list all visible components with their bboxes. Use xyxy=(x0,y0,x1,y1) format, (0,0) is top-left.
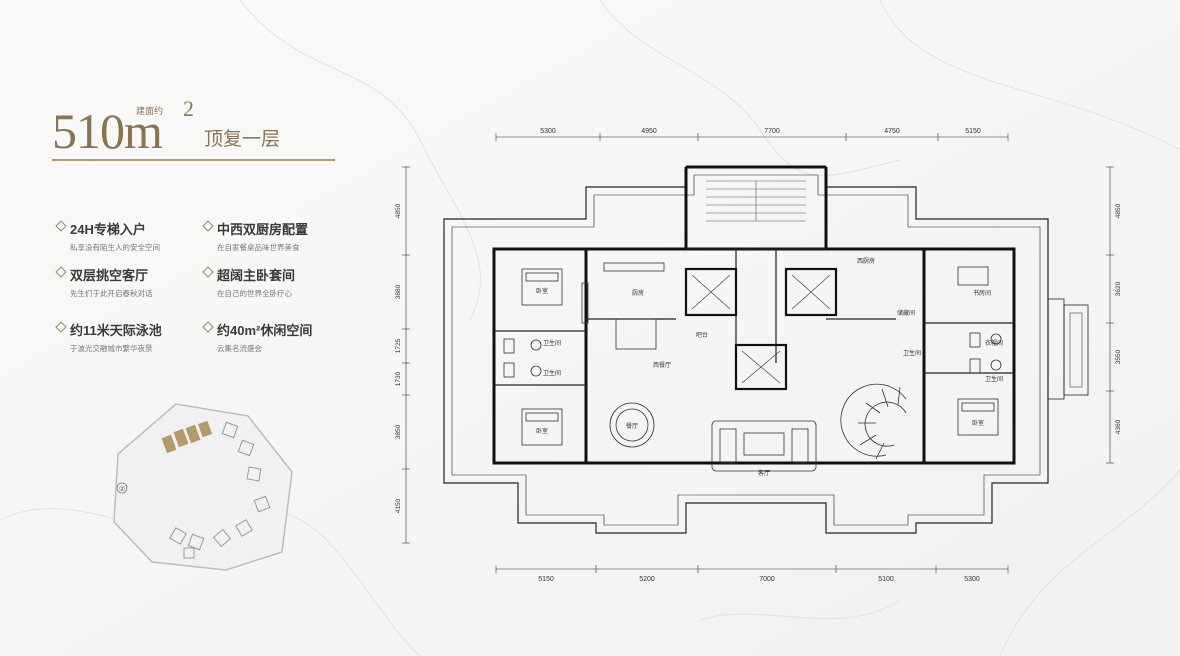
feature-desc: 云集名流盛会 xyxy=(217,344,262,353)
dim-top-5: 5150 xyxy=(965,128,981,135)
area-note: 建面约 xyxy=(136,106,164,116)
floor-name: 顶复一层 xyxy=(204,129,281,150)
dim-top-3: 7700 xyxy=(764,128,780,135)
dim-top-1: 5300 xyxy=(540,128,556,135)
highlight-building xyxy=(161,420,213,454)
room-study: 书房间 xyxy=(973,289,991,297)
gold-divider xyxy=(52,159,335,161)
room-dining: 餐厅 xyxy=(626,422,638,430)
feature-master-suite: 超阔主卧套间 在自己的世界全卧疗心 xyxy=(201,265,351,299)
dim-right-3: 3550 xyxy=(1115,349,1122,364)
room-bath-left-1: 卫生间 xyxy=(543,339,561,347)
feature-title: 约40m²休闲空间 xyxy=(201,320,351,339)
feature-desc: 于波光交融城市繁华夜景 xyxy=(70,344,153,353)
room-storage: 储藏间 xyxy=(897,309,915,317)
feature-title: 超阔主卧套间 xyxy=(201,265,351,284)
feature-living: 双层挑空客厅 先生们于此开启春秋对话 xyxy=(54,265,204,299)
feature-leisure: 约40m²休闲空间 云集名流盛会 xyxy=(201,320,351,354)
room-pantry: 吧台 xyxy=(696,331,708,339)
feature-desc: 在自家餐桌品味世界美食 xyxy=(217,243,300,252)
feature-elevator: 24H专梯入户 私享没有陌生人的安全空间 xyxy=(54,219,204,253)
site-number: ② xyxy=(119,486,125,493)
room-bedroom-left-bottom: 卧室 xyxy=(536,427,548,435)
dim-bottom-5: 5300 xyxy=(964,576,980,583)
feature-pool: 约11米天际泳池 于波光交融城市繁华夜景 xyxy=(54,320,204,354)
room-bath-right-1: 卫生间 xyxy=(985,375,1003,383)
dim-bottom-2: 5200 xyxy=(639,576,655,583)
area-value: 510m xyxy=(52,103,163,159)
dim-bottom-1: 5150 xyxy=(538,576,554,583)
feature-title: 约11米天际泳池 xyxy=(54,320,204,339)
area-unit-superscript: 2 xyxy=(183,96,194,121)
spiral-staircase xyxy=(840,383,907,460)
dim-bottom-3: 7000 xyxy=(759,576,775,583)
room-master-bedroom: 卧室 xyxy=(972,419,984,427)
feature-desc: 私享没有陌生人的安全空间 xyxy=(70,243,160,252)
dim-top-4: 4750 xyxy=(884,128,900,135)
feature-desc: 在自己的世界全卧疗心 xyxy=(217,289,292,298)
dim-left-6: 4150 xyxy=(395,498,402,513)
feature-title: 24H专梯入户 xyxy=(54,219,204,238)
feature-title: 双层挑空客厅 xyxy=(54,265,204,284)
dim-left-5: 3850 xyxy=(395,424,402,439)
room-bath-left-2: 卫生间 xyxy=(543,369,561,377)
dim-left-4: 1730 xyxy=(395,371,402,386)
room-living: 客厅 xyxy=(758,469,770,477)
room-restaurant: 西餐厅 xyxy=(653,361,671,369)
room-bath-right-2: 卫生间 xyxy=(903,349,921,357)
dim-right-1: 4850 xyxy=(1115,203,1122,218)
feature-kitchen: 中西双厨房配置 在自家餐桌品味世界美食 xyxy=(201,219,351,253)
dim-right-2: 3620 xyxy=(1115,281,1122,296)
dim-left-1: 4850 xyxy=(395,203,402,218)
room-dressing: 衣帽间 xyxy=(985,339,1003,347)
dim-top-2: 4950 xyxy=(641,128,657,135)
dim-left-2: 3880 xyxy=(395,284,402,299)
floor-plan: 5300 4950 7700 4750 5150 5150 5200 7000 … xyxy=(395,128,1122,583)
room-bedroom-left-top: 卧室 xyxy=(536,287,548,295)
feature-desc: 先生们于此开启春秋对话 xyxy=(70,289,153,298)
room-kitchen: 厨房 xyxy=(632,289,644,297)
dim-right-4: 4360 xyxy=(1115,419,1122,434)
dim-left-3: 1725 xyxy=(395,338,402,353)
site-plan: ② xyxy=(113,403,293,571)
feature-title: 中西双厨房配置 xyxy=(201,219,351,238)
dim-bottom-4: 5100 xyxy=(878,576,894,583)
room-western-kitchen: 西厨房 xyxy=(857,257,875,265)
